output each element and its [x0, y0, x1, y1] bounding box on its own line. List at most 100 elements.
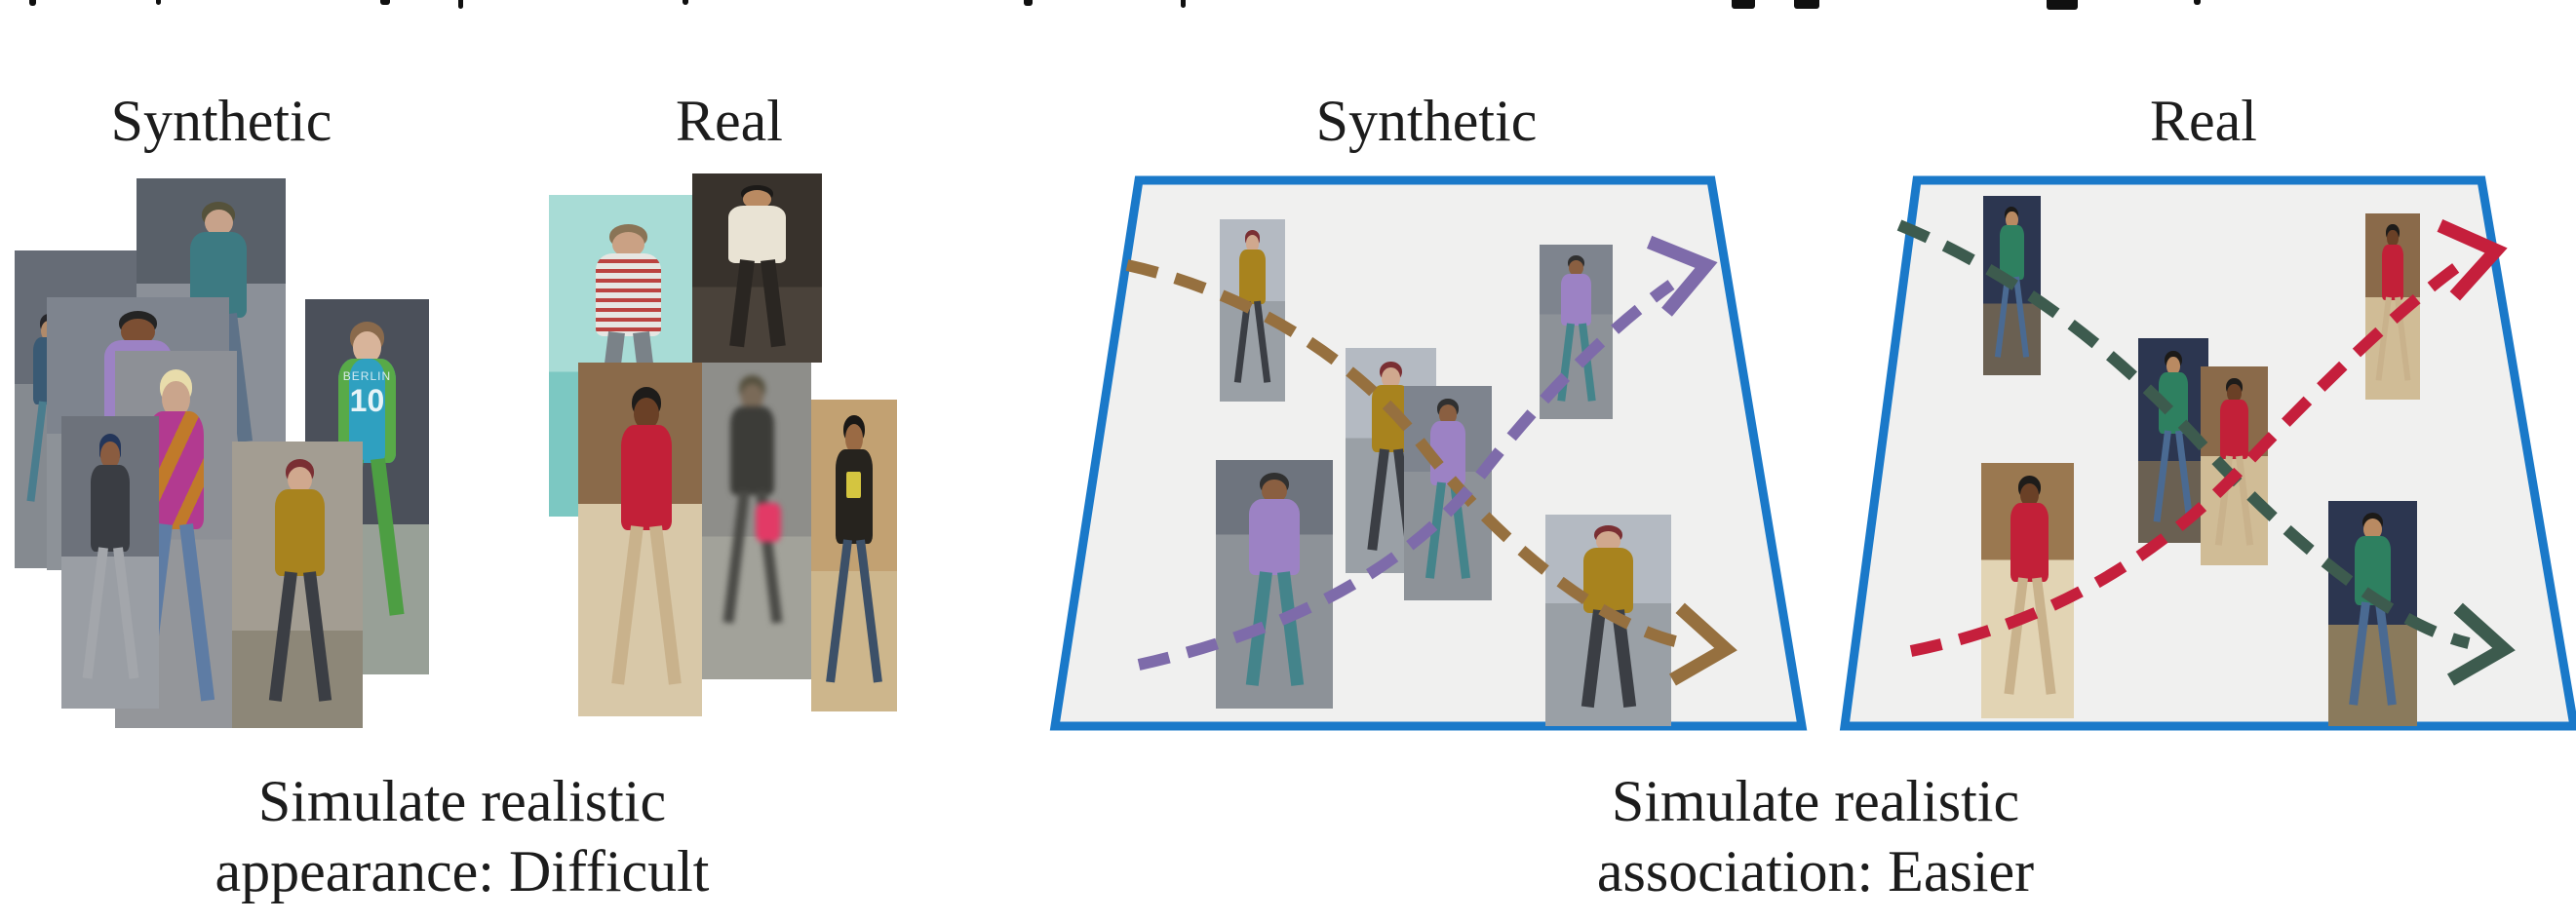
person-crop-assoc-syn-mustard-bottom-right: [1545, 515, 1671, 726]
head: [2363, 519, 2382, 541]
cropped-text-fragment: [156, 0, 161, 5]
caption-appearance-line2: appearance: Difficult: [215, 839, 710, 903]
cropped-text-fragment: [29, 0, 36, 6]
head: [1381, 367, 1401, 389]
head: [1438, 404, 1458, 425]
head: [1595, 531, 1621, 552]
person-figure: [267, 458, 332, 714]
head: [844, 424, 864, 454]
person-crop-assoc-syn-purple-bottom-left: [1216, 460, 1333, 709]
torso: [2010, 503, 2049, 582]
head: [2227, 383, 2242, 403]
jersey-number-text: 10: [349, 382, 385, 418]
person-figure: [1995, 207, 2030, 365]
head: [742, 190, 772, 209]
head: [352, 331, 382, 365]
head: [204, 210, 233, 237]
label-appearance-real: Real: [676, 89, 783, 153]
head: [2006, 211, 2018, 229]
person-figure: [2375, 224, 2410, 388]
pink-bag: [756, 502, 781, 542]
head: [2166, 356, 2181, 375]
torso: [91, 464, 130, 553]
person-figure: [720, 184, 795, 356]
label-appearance-synthetic: Synthetic: [110, 89, 332, 153]
person-figure: [722, 375, 783, 635]
torso: [1583, 548, 1633, 613]
person-crop-white-shirt: [692, 173, 822, 363]
person-figure: [2003, 476, 2056, 706]
person-crop-assoc-real-red-center: [2201, 366, 2268, 565]
person-crop-mustard-man: [232, 442, 363, 728]
cropped-text-fragment: [2194, 0, 2201, 5]
person-crop-blurred-pink-bag: [702, 363, 811, 679]
torso: [728, 205, 786, 263]
person-crop-cap-man: [61, 416, 159, 709]
head: [741, 383, 763, 411]
cropped-text-fragment: [380, 0, 390, 5]
person-crop-assoc-real-red-bottom-left: [1981, 463, 2074, 718]
cropped-text-fragment: [1732, 0, 1755, 9]
cropped-text-fragment: [1794, 0, 1819, 9]
head: [633, 397, 659, 431]
caption-association-line1: Simulate realistic: [1611, 769, 2020, 833]
head: [2387, 229, 2399, 248]
torso: [596, 252, 662, 337]
label-association-real: Real: [2150, 89, 2257, 153]
person-figure: [2214, 378, 2254, 554]
torso: [275, 489, 326, 576]
head: [162, 380, 190, 418]
person-crop-black-tee-jeans: [811, 400, 897, 711]
trajectory-brown: [1125, 259, 1691, 650]
torso: [2220, 399, 2248, 459]
caption-appearance-line1: Simulate realistic: [257, 769, 667, 833]
jersey-team-text: BERLIN: [342, 368, 392, 383]
caption-association-line2: association: Easier: [1596, 839, 2035, 903]
trajectory-purple: [1137, 280, 1675, 671]
torso: [1249, 499, 1300, 576]
label-association-synthetic: Synthetic: [1315, 89, 1538, 153]
head: [1245, 235, 1260, 252]
person-crop-assoc-syn-mustard-top-left: [1220, 219, 1285, 402]
torso: [2000, 225, 2024, 280]
person-crop-assoc-syn-purple-center: [1404, 386, 1492, 600]
torso: [729, 405, 775, 495]
head: [121, 319, 155, 345]
person-crop-red-shirt-khaki: [578, 363, 702, 716]
cropped-text-fragment: [1181, 0, 1186, 8]
torso: [620, 424, 672, 531]
arrowhead-purple: [1646, 235, 1718, 317]
person-figure: [586, 223, 672, 469]
arrowhead-brown: [1668, 602, 1737, 686]
arrowhead-red: [2437, 218, 2508, 301]
trajectory-green: [1896, 219, 2471, 649]
torso: [836, 448, 873, 545]
caption-appearance: Simulate realistic appearance: Difficult: [215, 766, 710, 906]
torso: [2381, 244, 2404, 300]
person-figure: [825, 415, 883, 696]
person-figure: [1576, 524, 1641, 715]
person-figure: [611, 387, 683, 698]
person-figure: [1556, 254, 1596, 409]
person-figure: [82, 434, 138, 691]
cropped-text-fragment: [1024, 0, 1033, 6]
tshirt-graphic: [846, 472, 862, 499]
caption-association: Simulate realistic association: Easier: [1597, 766, 2034, 906]
head: [2019, 482, 2040, 508]
head: [100, 442, 120, 470]
trajectory-red: [1909, 252, 2475, 657]
person-figure: [1233, 230, 1271, 391]
cropped-text-fragment: [2047, 0, 2078, 10]
head: [1568, 259, 1584, 277]
cropped-text-fragment: [683, 0, 688, 5]
head: [1262, 480, 1287, 504]
arrowhead-green: [2446, 602, 2516, 686]
cropped-text-fragment: [458, 0, 463, 9]
torso: [1561, 273, 1591, 327]
torso: [1238, 249, 1267, 304]
head: [287, 466, 313, 494]
